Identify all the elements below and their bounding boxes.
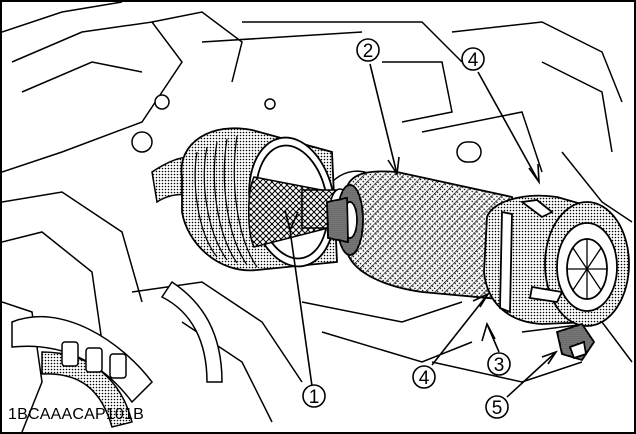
callout-3: 3 [487,352,511,376]
arrowhead-3 [481,321,496,342]
leader-line-4-bottom [431,293,489,366]
arrowhead-2 [387,156,400,177]
svg-text:5: 5 [492,398,503,419]
leader-lines [284,63,559,398]
callout-4-bottom: 4 [412,365,436,389]
leader-line-4-top [477,71,540,183]
arrowhead-4-top [528,163,540,185]
callout-1: 1 [302,384,326,408]
arrowhead-5 [541,350,559,365]
callouts: 1 2 3 4 4 5 [302,38,511,419]
arrowhead-1 [284,209,299,233]
svg-text:4: 4 [419,368,430,389]
callout-4-top: 4 [461,47,485,71]
leader-line-2 [369,63,398,175]
svg-text:4: 4 [468,50,479,71]
svg-text:1: 1 [309,387,320,408]
figure-code: 1BCAAACAP101B [8,406,145,423]
leader-line-1 [289,229,313,387]
svg-text:3: 3 [494,355,505,376]
callout-5: 5 [485,395,509,419]
engine-hoses [11,94,482,428]
leader-line-5 [506,351,557,398]
svg-text:2: 2 [363,41,374,62]
callout-2: 2 [356,38,380,62]
cover [483,194,630,362]
arrowhead-4-bottom [472,292,491,308]
